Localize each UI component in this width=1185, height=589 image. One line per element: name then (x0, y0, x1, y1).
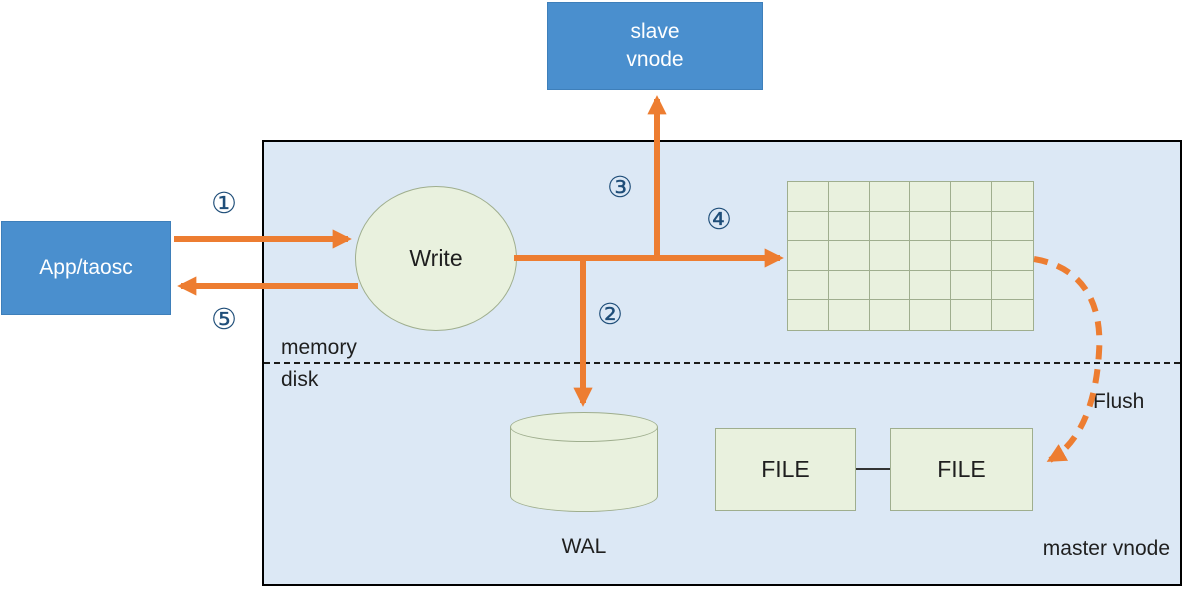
grid-cell (951, 270, 993, 301)
grid-cell (992, 212, 1033, 242)
app-taosc-node: App/taosc (1, 221, 171, 315)
disk-label: disk (281, 368, 319, 391)
grid-cell (951, 182, 993, 212)
grid-cell (870, 300, 911, 330)
grid-cell (910, 211, 952, 242)
grid-cell (951, 241, 993, 271)
memory-label: memory (281, 336, 357, 359)
grid-cell (869, 241, 911, 271)
grid-cell (828, 182, 870, 212)
grid-cell (869, 270, 911, 301)
grid-cell (828, 211, 870, 242)
step-2-badge: ② (597, 299, 623, 331)
master-vnode-label: master vnode (1042, 537, 1170, 560)
grid-cell (910, 241, 952, 271)
grid-cell (992, 271, 1033, 301)
write-label: Write (409, 245, 463, 271)
grid-cell (869, 211, 911, 242)
grid-cell (829, 300, 870, 330)
wal-label: WAL (561, 535, 607, 558)
grid-cell (828, 270, 870, 301)
step-4-badge: ④ (706, 204, 732, 236)
memtable-grid (787, 181, 1034, 331)
grid-cell (869, 182, 911, 212)
file-connector-line (856, 468, 890, 470)
wal-cylinder-top (510, 412, 658, 442)
grid-cell (788, 241, 829, 271)
wal-cylinder (510, 412, 658, 512)
step-1-badge: ① (211, 188, 237, 220)
write-node: Write (355, 186, 517, 331)
grid-cell (910, 300, 952, 330)
grid-cell (788, 270, 829, 301)
file-right-label: FILE (937, 456, 986, 482)
step-3-badge: ③ (607, 172, 633, 204)
slave-vnode-node: slave vnode (547, 2, 763, 90)
step-5-badge: ⑤ (211, 304, 237, 336)
slave-vnode-label-line2: vnode (626, 48, 684, 71)
file-node-left: FILE (715, 428, 856, 511)
app-taosc-label: App/taosc (39, 256, 133, 279)
flush-label: Flush (1093, 390, 1145, 413)
grid-cell (828, 241, 870, 271)
file-node-right: FILE (890, 428, 1033, 511)
grid-cell (910, 270, 952, 301)
grid-cell (910, 182, 952, 212)
grid-cell (992, 300, 1033, 330)
grid-cell (951, 211, 993, 242)
grid-cell (992, 182, 1033, 212)
grid-cell (992, 241, 1033, 271)
slave-vnode-label-line1: slave (630, 19, 680, 43)
grid-cell (951, 300, 993, 330)
grid-cell (788, 211, 829, 242)
file-left-label: FILE (761, 456, 810, 482)
grid-cell (788, 182, 829, 212)
memory-disk-divider (264, 362, 1180, 364)
grid-cell (788, 300, 829, 330)
